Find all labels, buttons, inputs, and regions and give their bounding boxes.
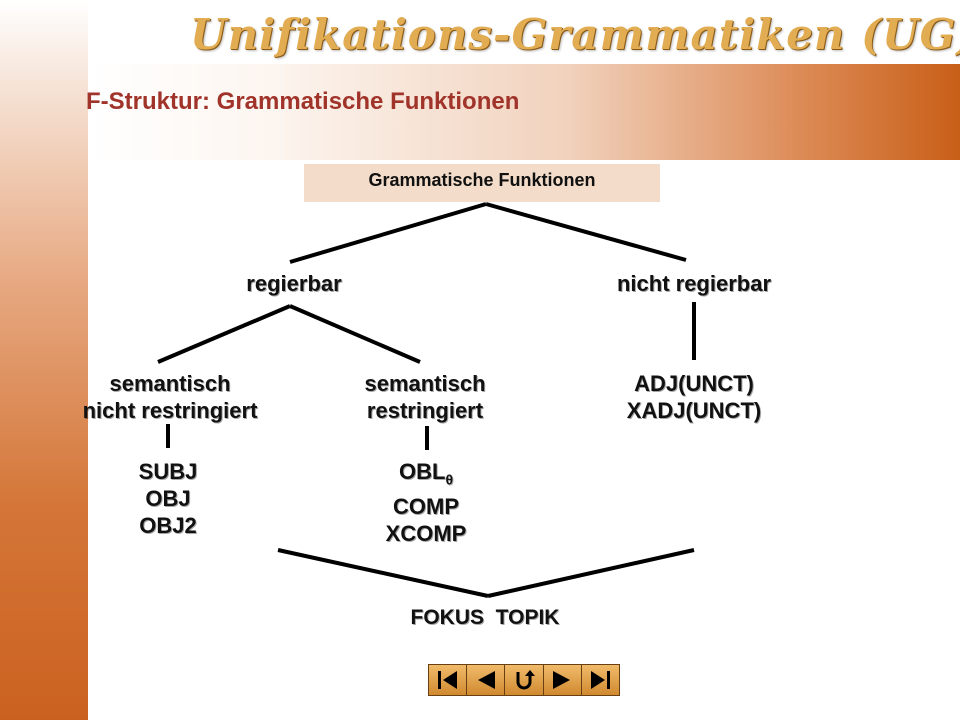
node-semantisch-restringiert: semantisch restringiert	[330, 370, 520, 424]
edge-regierbar-sem-restr	[289, 304, 421, 364]
node-obj: OBJ	[145, 486, 191, 511]
node-semantisch-nicht-restringiert: semantisch nicht restringiert	[40, 370, 300, 424]
node-adj-line2: XADJ(UNCT)	[626, 398, 762, 423]
edge-regierbar-sem-nicht	[157, 304, 291, 364]
node-adj-line1: ADJ(UNCT)	[634, 371, 754, 396]
title-band	[88, 64, 960, 160]
node-sem-nicht-line2: nicht restringiert	[82, 398, 258, 423]
node-obl-group: OBLθ COMP XCOMP	[356, 458, 496, 547]
node-regierbar: regierbar	[216, 270, 372, 297]
slide-title: F-Struktur: Grammatische Funktionen	[86, 88, 520, 115]
nav-previous-button[interactable]	[467, 665, 506, 695]
left-decor-bar	[0, 0, 88, 720]
node-subj: SUBJ	[138, 459, 198, 484]
edge-root-nicht-regierbar	[485, 202, 687, 262]
node-obl-theta: θ	[445, 471, 454, 488]
nav-return-button[interactable]	[505, 665, 544, 695]
node-obl-text: OBL	[398, 459, 446, 484]
node-sem-restr-line2: restringiert	[366, 398, 484, 423]
node-fokus-topik: FOKUS TOPIK	[410, 606, 560, 629]
nav-first-button[interactable]	[429, 665, 468, 695]
first-icon	[437, 671, 457, 689]
node-obj2: OBJ2	[139, 513, 197, 538]
node-sem-restr-line1: semantisch	[364, 371, 486, 396]
root-node-box	[304, 164, 660, 202]
root-node-label: Grammatische Funktionen	[368, 170, 596, 190]
node-xcomp: XCOMP	[385, 521, 467, 547]
last-icon	[591, 671, 611, 689]
edge-right-bottom	[487, 548, 695, 598]
next-icon	[553, 671, 571, 689]
edge-root-regierbar	[289, 202, 487, 264]
node-nicht-regierbar-label: nicht regierbar	[616, 271, 772, 296]
node-regierbar-label: regierbar	[246, 271, 342, 296]
edge-left-bottom	[277, 548, 489, 598]
node-subj-group: SUBJ OBJ OBJ2	[108, 458, 228, 539]
node-comp: COMP	[393, 494, 459, 520]
nav-next-button[interactable]	[543, 665, 582, 695]
previous-icon	[477, 671, 495, 689]
node-adjunct: ADJ(UNCT) XADJ(UNCT)	[584, 370, 804, 424]
node-sem-nicht-line1: semantisch	[109, 371, 231, 396]
return-icon	[516, 670, 535, 690]
node-obl: OBLθ	[356, 458, 496, 493]
nav-last-button[interactable]	[581, 665, 620, 695]
slide-nav-bar	[428, 664, 620, 696]
node-nicht-regierbar: nicht regierbar	[584, 270, 804, 297]
